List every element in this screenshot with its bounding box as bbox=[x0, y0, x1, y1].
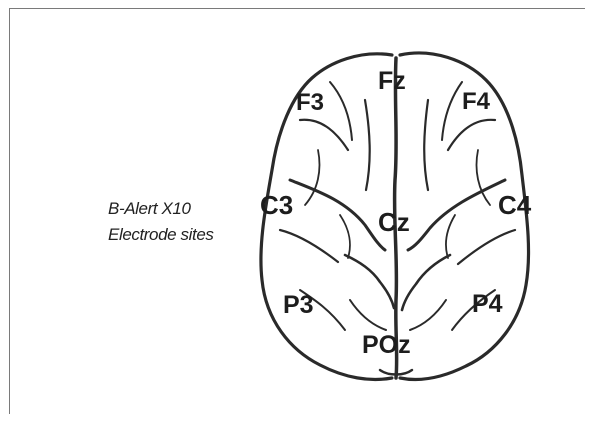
right-sulcus-3 bbox=[424, 100, 428, 190]
right-sulcus-5 bbox=[402, 255, 450, 310]
left-sulcus-5 bbox=[345, 255, 394, 308]
electrode-label-f4: F4 bbox=[462, 88, 491, 115]
left-sulcus-4 bbox=[280, 230, 338, 262]
left-sulcus-8 bbox=[305, 150, 319, 205]
left-sulcus-1 bbox=[300, 120, 348, 150]
right-sulcus-9 bbox=[446, 215, 455, 258]
right-sulcus-4 bbox=[458, 230, 515, 264]
right-central-sulcus bbox=[408, 180, 505, 250]
electrode-label-c3: C3 bbox=[260, 190, 293, 220]
right-sulcus-1 bbox=[448, 120, 495, 150]
right-sulcus-2 bbox=[442, 82, 462, 140]
electrode-label-p4: P4 bbox=[472, 290, 503, 318]
right-sulcus-7 bbox=[410, 300, 446, 330]
electrode-label-c4: C4 bbox=[498, 190, 532, 220]
electrode-label-p3: P3 bbox=[283, 291, 314, 319]
electrode-label-f3: F3 bbox=[296, 89, 324, 116]
left-sulcus-9 bbox=[340, 215, 350, 258]
electrode-label-fz: Fz bbox=[378, 67, 406, 95]
electrode-label-cz: Cz bbox=[378, 207, 410, 237]
left-sulcus-3 bbox=[365, 100, 370, 190]
left-sulcus-7 bbox=[350, 300, 386, 330]
electrode-label-poz: POz bbox=[362, 331, 411, 359]
right-sulcus-8 bbox=[477, 150, 491, 205]
